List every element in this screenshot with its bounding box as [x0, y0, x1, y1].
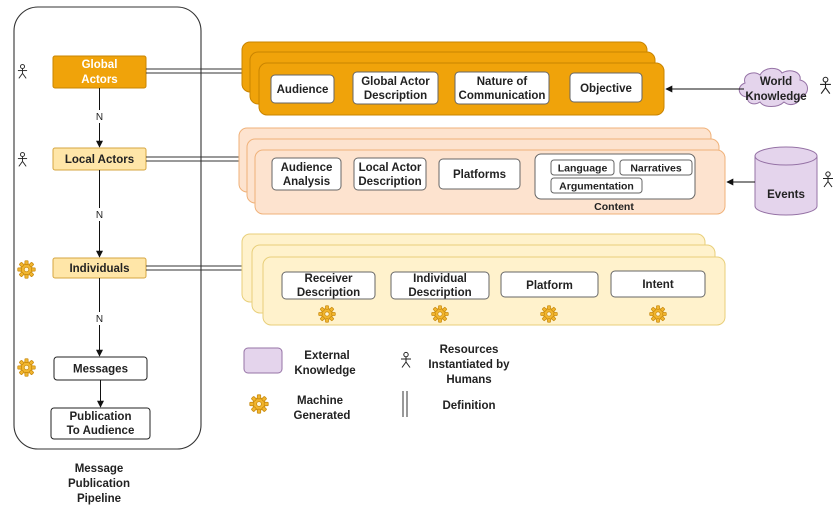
gear-icon [431, 305, 449, 323]
field-intent-label: Intent [642, 279, 673, 291]
field-audience-analysis-line2: Analysis [283, 176, 330, 188]
stage-global-actors-line2: Actors [81, 74, 117, 86]
content-label: Content [594, 201, 634, 213]
world-knowledge-cloud: World Knowledge [738, 67, 808, 107]
field-objective-label: Objective [580, 83, 632, 95]
events-database: Events [754, 146, 818, 216]
content-group: Language Narratives Argumentation Conten… [534, 153, 696, 213]
field-receiver-description-line1: Receiver [305, 273, 353, 285]
field-audience: Audience [270, 74, 335, 104]
legend-definition-symbol [402, 391, 408, 417]
legend-external-knowledge-line1: External [304, 350, 349, 362]
stage-publication-line1: Publication [70, 411, 132, 423]
field-global-actor-description-line1: Global Actor [361, 76, 430, 88]
stage-messages-label: Messages [73, 364, 128, 376]
stage-publication-line2: To Audience [67, 425, 135, 437]
pipeline-caption-line2: Publication [68, 478, 130, 490]
person-icon [822, 171, 834, 188]
edge-label-n-2: N [96, 210, 103, 221]
legend-external-knowledge-line2: Knowledge [294, 365, 355, 377]
stage-local-actors-label: Local Actors [65, 154, 134, 166]
stage-publication: Publication To Audience [50, 407, 151, 440]
field-receiver-description: Receiver Description [281, 271, 376, 300]
person-icon [400, 351, 412, 369]
stage-global-actors: Global Actors [52, 55, 147, 89]
pipeline-container [13, 6, 202, 450]
field-nature-of-communication: Nature of Communication [454, 71, 550, 105]
field-nature-of-communication-line2: Communication [459, 90, 546, 102]
global-actors-layer: Audience Global Actor Description Nature… [241, 41, 665, 116]
world-knowledge-line1: World [760, 76, 792, 88]
legend-resources-line3: Humans [446, 374, 491, 386]
gear-icon [17, 260, 36, 279]
pipeline-caption-line1: Message [75, 463, 124, 475]
field-platform-label: Platform [526, 280, 573, 292]
legend-machine-generated-line2: Generated [294, 410, 351, 422]
field-platforms-label: Platforms [453, 169, 506, 181]
gear-icon [649, 305, 667, 323]
edge-label-n-1: N [96, 112, 103, 123]
field-global-actor-description: Global Actor Description [352, 71, 439, 105]
stage-local-actors: Local Actors [52, 147, 147, 171]
stage-global-actors-line1: Global [82, 59, 118, 71]
person-icon [17, 64, 28, 79]
field-intent: Intent [610, 270, 706, 298]
definition-connector-local [146, 156, 256, 162]
field-receiver-description-line2: Description [297, 287, 360, 299]
field-local-actor-description: Local Actor Description [353, 157, 427, 191]
legend: External Knowledge Resources Instantiate… [243, 344, 510, 422]
individuals-layer: Receiver Description Individual Descript… [241, 233, 726, 326]
field-local-actor-description-line2: Description [358, 176, 421, 188]
field-audience-label: Audience [277, 84, 329, 96]
field-local-actor-description-line1: Local Actor [359, 162, 422, 174]
world-knowledge-line2: Knowledge [745, 91, 806, 103]
field-objective: Objective [569, 72, 643, 103]
gear-icon [17, 358, 36, 377]
field-individual-description-line1: Individual [413, 273, 467, 285]
stage-individuals: Individuals [52, 257, 147, 279]
person-icon [819, 76, 832, 95]
events-label: Events [767, 189, 805, 201]
field-individual-description: Individual Description [390, 271, 490, 300]
gear-icon [249, 394, 269, 414]
field-audience-analysis-line1: Audience [281, 162, 333, 174]
field-platform: Platform [500, 271, 599, 298]
content-argumentation: Argumentation [559, 181, 634, 193]
definition-connector-global [146, 68, 258, 74]
content-language: Language [558, 163, 608, 175]
stage-messages: Messages [53, 356, 148, 381]
legend-resources-line1: Resources [440, 344, 499, 356]
field-individual-description-line2: Description [408, 287, 471, 299]
field-global-actor-description-line2: Description [364, 90, 427, 102]
person-icon [17, 152, 28, 167]
legend-definition-label: Definition [442, 400, 495, 412]
gear-icon [318, 305, 336, 323]
stage-individuals-label: Individuals [69, 263, 129, 275]
field-audience-analysis: Audience Analysis [271, 157, 342, 191]
field-nature-of-communication-line1: Nature of [477, 76, 528, 88]
legend-resources-line2: Instantiated by [428, 359, 510, 371]
local-actors-layer: Audience Analysis Local Actor Descriptio… [238, 127, 726, 215]
gear-icon [540, 305, 558, 323]
pipeline-caption-line3: Pipeline [77, 493, 121, 505]
edge-label-n-3: N [96, 314, 103, 325]
legend-machine-generated-line1: Machine [297, 395, 343, 407]
content-narratives: Narratives [630, 163, 682, 175]
field-platforms: Platforms [438, 158, 521, 190]
legend-external-knowledge-swatch [243, 347, 283, 374]
